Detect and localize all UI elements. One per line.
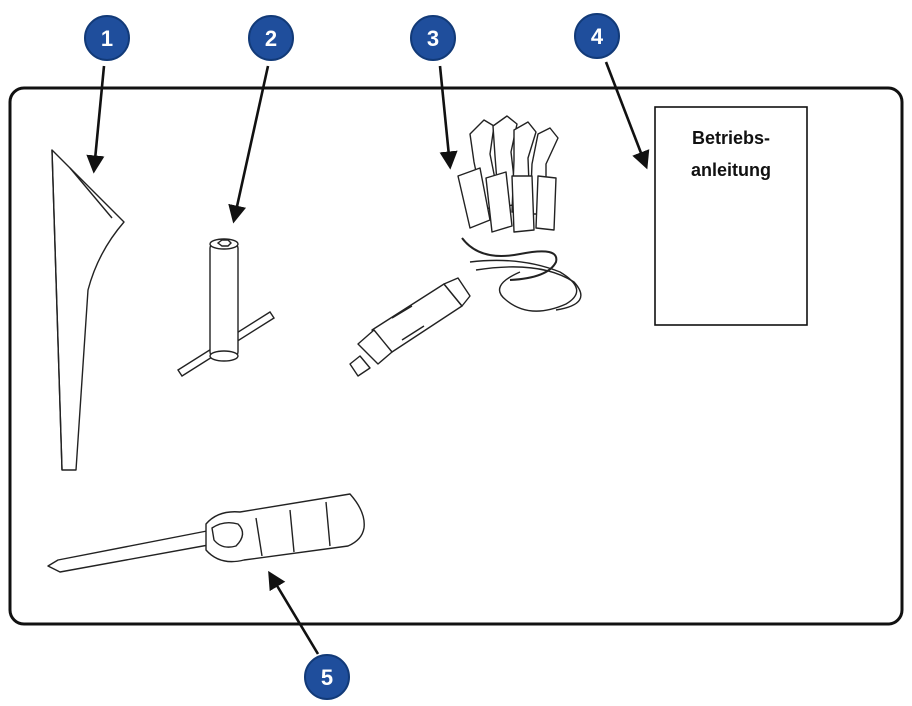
marker-5-circle xyxy=(304,654,350,700)
arrow-1 xyxy=(86,65,106,174)
car-plug xyxy=(349,277,471,377)
arrow-4 xyxy=(604,61,650,170)
arrow-2 xyxy=(228,65,270,224)
manual-title-line1: Betriebs- xyxy=(692,128,770,148)
socket-wrench-illustration xyxy=(177,238,275,377)
marker-4-label: 4 xyxy=(591,24,604,49)
manual-booklet: Betriebs- anleitung xyxy=(654,106,808,326)
power-cable-illustration xyxy=(349,115,582,377)
marker-3-label: 3 xyxy=(427,26,439,51)
marker-4: 4 xyxy=(574,13,620,59)
marker-1-label: 1 xyxy=(101,26,113,51)
marker-2-label: 2 xyxy=(265,26,277,51)
screwdriver-illustration xyxy=(47,493,365,573)
marker-3: 3 xyxy=(410,15,456,61)
marker-2-circle xyxy=(248,15,294,61)
arrow-3 xyxy=(438,65,458,170)
marker-1: 1 xyxy=(84,15,130,61)
battery-clamps xyxy=(457,115,559,233)
manual-title-line2: anleitung xyxy=(691,160,771,180)
package-frame xyxy=(8,86,904,626)
marker-3-circle xyxy=(410,15,456,61)
arrow-5 xyxy=(268,570,320,655)
pointer-arrows xyxy=(86,61,650,655)
marker-1-circle xyxy=(84,15,130,61)
funnel-illustration xyxy=(51,149,125,471)
marker-5: 5 xyxy=(304,654,350,700)
marker-5-label: 5 xyxy=(321,665,333,690)
marker-4-circle xyxy=(574,13,620,59)
marker-2: 2 xyxy=(248,15,294,61)
